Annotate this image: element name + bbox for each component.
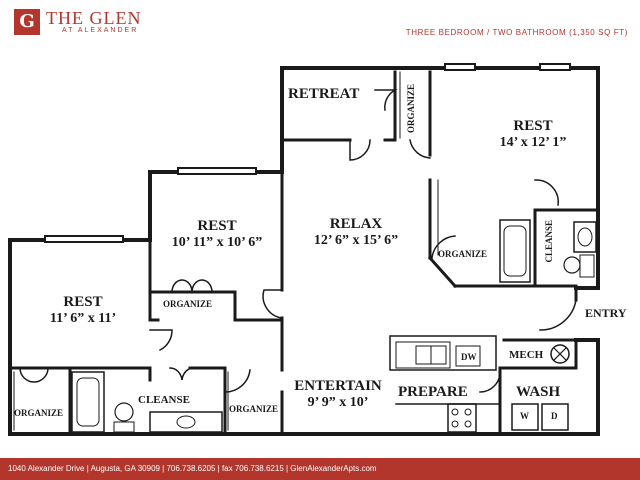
room-dims: 14’ x 12’ 1” [499,135,567,151]
unit-type-label: THREE BEDROOM / TWO BATHROOM (1,350 SQ F… [405,28,628,37]
vanity [149,411,223,433]
room-dims: 11’ 6” x 11’ [49,311,117,327]
washer-label: W [520,411,529,421]
dryer-label: D [551,411,558,421]
sink [573,221,597,253]
footer-contact: 1040 Alexander Drive | Augusta, GA 30909… [0,458,640,480]
room-dims: 9’ 9” x 10’ [307,395,369,411]
room-name: WASH [516,384,561,400]
room-prepare: PREPARE [398,384,468,401]
water-heater [550,344,570,364]
closet-organize-w: ORGANIZE [14,408,64,418]
bathtub [71,371,105,433]
toilet [579,254,595,278]
closet-organize-retreat: ORGANIZE [406,84,416,134]
closet-organize-mid: ORGANIZE [163,299,213,309]
interior-wall [8,70,600,436]
bath-cleanse-ne: CLEANSE [544,220,554,263]
room-rest-ne: REST 14’ x 12’ 1” [478,118,588,151]
room-name: REST [63,294,103,310]
stove [447,403,477,433]
dishwasher-label: DW [461,352,477,362]
closet-shelf [13,71,439,431]
logo-mark: G [14,9,40,35]
room-dims: 12’ 6” x 15’ 6” [313,233,399,249]
room-name: RELAX [329,216,383,232]
room-name: REST [197,218,237,234]
logo-wordmark: THE GLEN [46,8,142,28]
room-name: REST [513,118,553,134]
bathtub [499,219,531,283]
dryer-box [541,403,569,431]
room-name: ENTERTAIN [294,378,382,394]
header: G THE GLEN AT ALEXANDER THREE BEDROOM / … [0,0,640,50]
bath-cleanse-s: CLEANSE [138,394,190,406]
room-dims: 10’ 11” x 10’ 6” [171,235,263,251]
kitchen-counter [389,335,497,371]
window [44,63,571,243]
room-retreat: RETREAT [288,86,359,103]
room-rest-mid: REST 10’ 11” x 10’ 6” [152,218,282,251]
toilet [114,402,134,422]
dishwasher-box [455,345,481,367]
room-wash: WASH [516,384,560,401]
floor-plan [8,63,600,436]
logo-tagline: AT ALEXANDER [62,27,139,34]
room-rest-w: REST 11’ 6” x 11’ [28,294,138,327]
room-name: PREPARE [398,384,468,400]
door-swing [19,89,577,393]
room-name: RETREAT [288,86,360,102]
closet-organize-s: ORGANIZE [229,404,279,414]
room-entertain: ENTERTAIN 9’ 9” x 10’ [286,378,390,411]
room-relax: RELAX 12’ 6” x 15’ 6” [296,216,416,249]
washer-box [511,403,539,431]
mech-label: MECH [509,349,544,361]
entry-label: ENTRY [585,306,627,320]
closet-organize-ne: ORGANIZE [438,249,488,259]
